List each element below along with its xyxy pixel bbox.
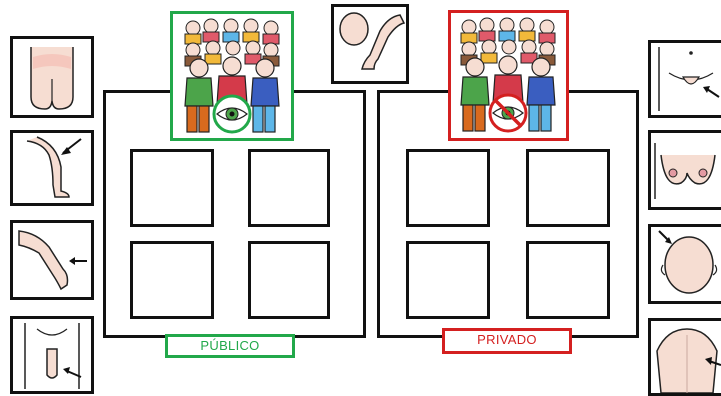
breasts-icon xyxy=(654,143,716,199)
head-icon xyxy=(658,230,718,294)
card-female-genitals[interactable] xyxy=(648,40,721,118)
public-slot-3[interactable] xyxy=(130,241,214,319)
people-with-eye-icon xyxy=(184,18,280,134)
head-and-leg-icon xyxy=(339,12,406,70)
arm-icon xyxy=(18,230,87,291)
card-head-and-leg[interactable] xyxy=(331,4,409,84)
card-head[interactable] xyxy=(648,224,721,304)
private-slot-2[interactable] xyxy=(526,149,610,227)
private-slot-4[interactable] xyxy=(526,241,610,319)
card-back[interactable] xyxy=(648,318,721,396)
private-header-card xyxy=(448,10,569,141)
private-slot-3[interactable] xyxy=(406,241,490,319)
female-genitals-icon xyxy=(658,47,720,111)
buttocks-icon xyxy=(30,47,74,110)
male-genitals-icon xyxy=(24,323,82,389)
public-label: PÚBLICO xyxy=(165,334,295,358)
private-label: PRIVADO xyxy=(442,328,572,354)
public-slot-1[interactable] xyxy=(130,149,214,227)
back-icon xyxy=(656,328,721,393)
public-header-card xyxy=(170,11,294,141)
public-slot-2[interactable] xyxy=(248,149,330,227)
card-breasts[interactable] xyxy=(648,130,721,210)
public-slot-4[interactable] xyxy=(248,241,330,319)
card-knee-leg[interactable] xyxy=(10,130,94,206)
card-buttocks[interactable] xyxy=(10,36,94,118)
knee-leg-icon xyxy=(26,136,82,198)
private-slot-1[interactable] xyxy=(406,149,490,227)
people-with-crossed-eye-icon xyxy=(460,17,556,133)
card-male-genitals[interactable] xyxy=(10,316,94,394)
card-arm[interactable] xyxy=(10,220,94,300)
